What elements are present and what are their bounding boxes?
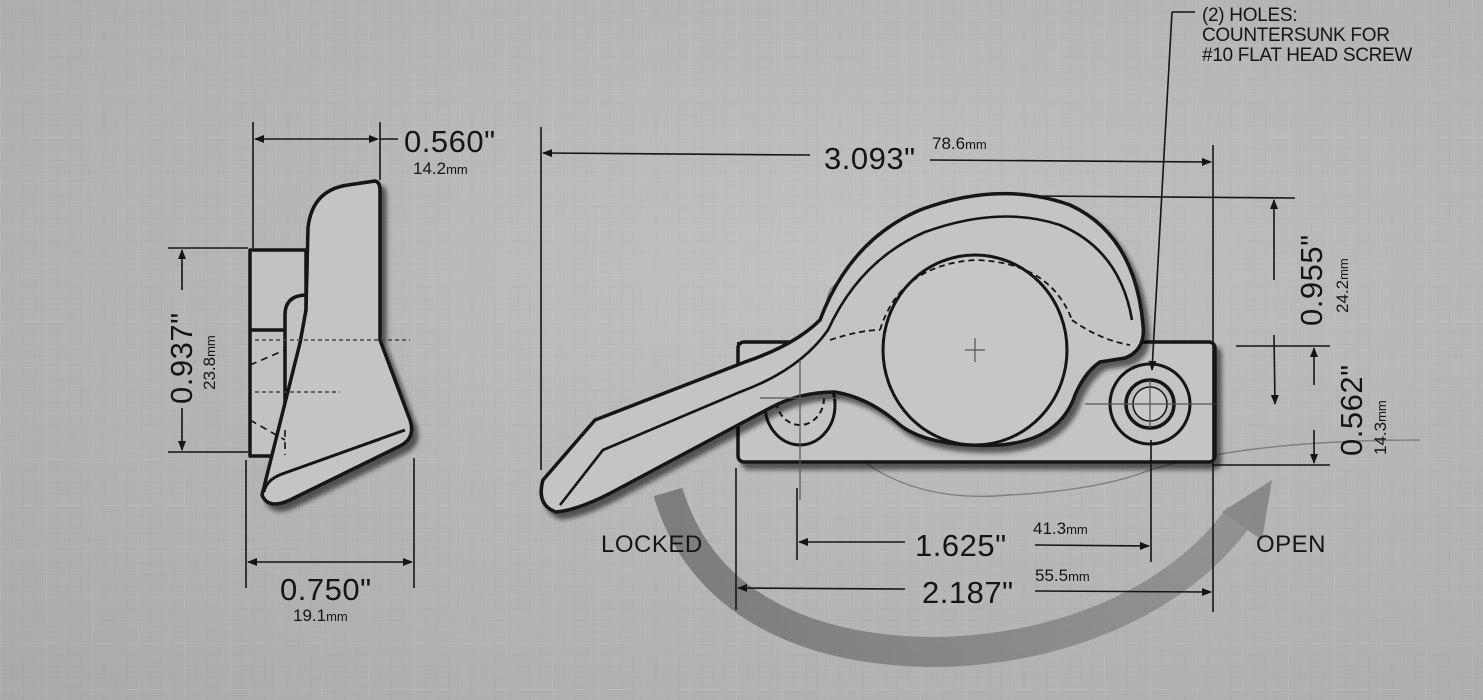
side-view-dimensions xyxy=(168,122,415,588)
mm-value: 19.1 xyxy=(293,606,327,625)
dim-side-width-top-mm: 14.2mm xyxy=(413,160,468,177)
mm-unit: mm xyxy=(1374,400,1389,422)
mm-value: 14.2 xyxy=(413,159,447,178)
holes-note-line-2: COUNTERSUNK FOR xyxy=(1202,25,1390,46)
dim-side-height-inches: 0.937" xyxy=(164,312,199,404)
mm-unit: mm xyxy=(965,137,987,152)
mm-value: 55.5 xyxy=(1035,566,1069,585)
state-open-label: OPEN xyxy=(1256,531,1327,558)
mm-value: 14.3 xyxy=(1371,421,1390,455)
holes-note-line-1: (2) HOLES: xyxy=(1202,5,1298,26)
mm-value: 41.3 xyxy=(1033,519,1067,538)
rotation-arrow-icon xyxy=(653,480,1272,668)
mm-value: 23.8 xyxy=(200,356,219,390)
dim-cam-height-inches: 0.955" xyxy=(1294,234,1329,326)
front-view-part xyxy=(539,191,1421,514)
state-locked-label: LOCKED xyxy=(601,531,703,558)
dim-base-length-inches: 2.187" xyxy=(922,575,1014,610)
front-view-dimensions xyxy=(540,11,1330,612)
dim-base-height-inches: 0.562" xyxy=(1334,364,1369,456)
mm-value: 24.2 xyxy=(1333,279,1352,313)
mm-value: 78.6 xyxy=(932,134,966,153)
mm-unit: mm xyxy=(1068,569,1090,584)
dim-base-height-mm: 14.3mm xyxy=(1371,400,1390,455)
mm-unit: mm xyxy=(203,335,218,357)
dim-cam-height-mm: 24.2mm xyxy=(1333,258,1352,313)
mm-unit: mm xyxy=(326,609,348,624)
side-view-part xyxy=(248,179,414,506)
dim-side-height-mm: 23.8mm xyxy=(200,335,219,390)
holes-note: (2) HOLES: COUNTERSUNK FOR #10 FLAT HEAD… xyxy=(1202,6,1412,66)
dim-hole-spacing-mm: 41.3mm xyxy=(1033,520,1088,537)
mm-unit: mm xyxy=(1066,522,1088,537)
mm-unit: mm xyxy=(1336,258,1351,280)
holes-note-line-3: #10 FLAT HEAD SCREW xyxy=(1202,45,1413,66)
dim-side-width-bottom-mm: 19.1mm xyxy=(293,607,348,624)
dim-side-width-bottom-inches: 0.750" xyxy=(280,572,372,607)
dim-side-width-top-inches: 0.560" xyxy=(404,124,496,159)
mm-unit: mm xyxy=(446,162,468,177)
dim-overall-length-inches: 3.093" xyxy=(824,141,916,176)
dim-overall-length-mm: 78.6mm xyxy=(932,135,987,152)
dim-hole-spacing-inches: 1.625" xyxy=(915,528,1007,563)
dim-base-length-mm: 55.5mm xyxy=(1035,567,1090,584)
